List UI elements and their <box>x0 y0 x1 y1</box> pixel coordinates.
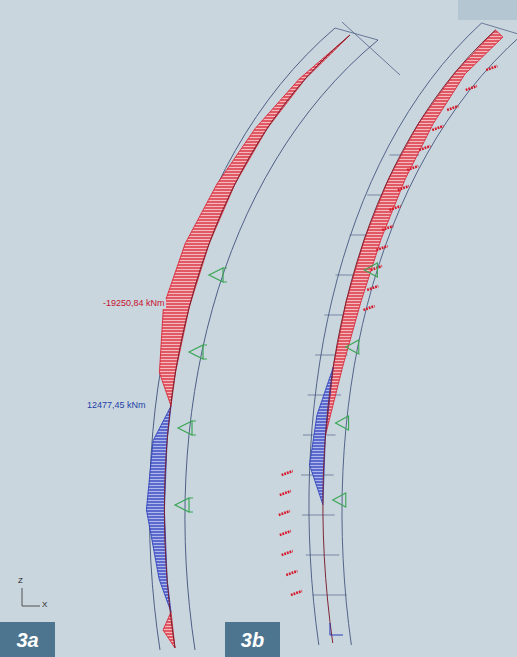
moment-value: -19250,84 kNm <box>102 299 166 309</box>
arch-end <box>335 22 400 75</box>
section-line <box>301 155 419 595</box>
axis-label: Z <box>18 577 23 586</box>
moment-diagram <box>163 612 175 648</box>
support-symbol <box>175 268 227 512</box>
figure-tag: 3b <box>225 622 280 657</box>
arch-outline <box>309 23 482 645</box>
value-marks <box>279 66 498 595</box>
corner-tab <box>458 0 517 20</box>
beam-axis <box>323 30 496 643</box>
figure-tag: 3a <box>0 622 55 657</box>
moment-diagram <box>325 30 503 436</box>
support-symbol <box>333 263 378 507</box>
base-marker <box>330 623 343 635</box>
moment-value: 12477,45 kNm <box>86 401 147 411</box>
beam-axis <box>164 35 350 648</box>
moment-diagram <box>310 368 334 505</box>
axis-label: X <box>42 601 47 610</box>
arch-3b <box>279 23 517 645</box>
arch-outline <box>185 40 378 650</box>
axis-icon <box>22 588 40 606</box>
